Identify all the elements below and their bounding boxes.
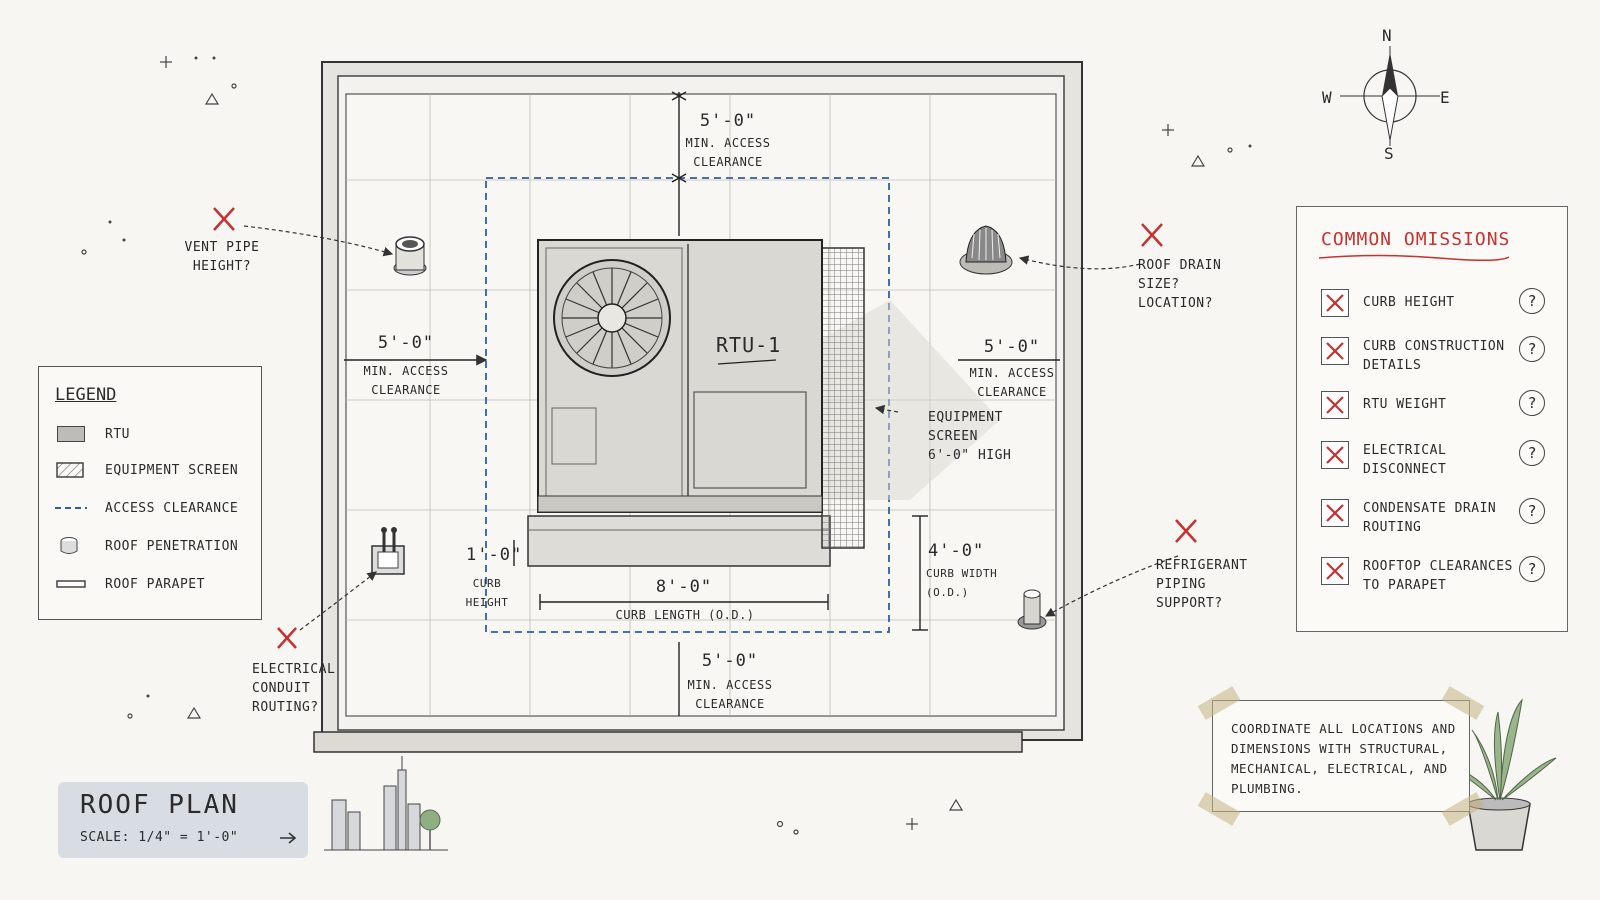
rtu-curb: [527, 515, 831, 567]
note-text: COORDINATE ALL LOCATIONS AND DIMENSIONS …: [1231, 721, 1456, 796]
roof-drain-icon: [959, 225, 1013, 275]
legend-item: ROOF PENETRATION: [55, 535, 238, 557]
cylinder-symbol-icon: [55, 537, 87, 554]
dim-top-value: 5'-0": [699, 111, 757, 131]
omission-item: CURB HEIGHT ?: [1321, 288, 1549, 329]
legend-panel: LEGEND RTU EQUIPMENT SCREEN ACCESS CLEAR…: [38, 366, 262, 620]
dim-left-value: 5'-0": [377, 333, 435, 353]
arrow-right-icon: [280, 832, 297, 844]
omissions-title: COMMON OMISSIONS: [1321, 229, 1511, 250]
rtu-symbol-icon: [55, 426, 87, 442]
question-icon: ?: [1519, 390, 1545, 416]
question-icon: ?: [1519, 336, 1545, 362]
legend-item: ACCESS CLEARANCE: [55, 497, 238, 519]
question-icon: ?: [1519, 440, 1545, 466]
compass-south: S: [1384, 144, 1395, 163]
sketch-marks: [81, 56, 1233, 835]
callout-roof-drain: ROOF DRAIN SIZE? LOCATION?: [1138, 258, 1222, 311]
legend-title: LEGEND: [55, 385, 117, 405]
omission-item: CONDENSATE DRAIN ROUTING ?: [1321, 498, 1549, 539]
dim-curb-width-value: 4'-0": [928, 541, 985, 561]
omission-item: ROOFTOP CLEARANCES TO PARAPET ?: [1321, 556, 1549, 597]
question-icon: ?: [1519, 498, 1545, 524]
rtu-label: RTU-1: [716, 333, 782, 357]
drawing-scale: SCALE: 1/4" = 1'-0": [80, 830, 239, 845]
red-x-icon: [1321, 391, 1349, 419]
dim-curb-height-value: 1'-0": [466, 545, 523, 565]
dim-curb-width-note: CURB WIDTH (O.D.): [926, 567, 998, 599]
dim-right-note: MIN. ACCESS CLEARANCE: [969, 366, 1055, 399]
dim-curb-height-note: CURB HEIGHT: [465, 577, 509, 609]
dim-curb-length-note: CURB LENGTH (O.D.): [615, 608, 755, 622]
condenser-fan-icon: [553, 259, 671, 377]
dim-right-value: 5'-0": [983, 337, 1041, 357]
legend-item: EQUIPMENT SCREEN: [55, 459, 238, 481]
red-x-icon: [1321, 441, 1349, 469]
question-icon: ?: [1519, 288, 1545, 314]
dashed-line-symbol-icon: [55, 500, 87, 516]
omission-item: CURB CONSTRUCTION DETAILS ?: [1321, 336, 1549, 377]
red-x-icon: [1321, 557, 1349, 585]
hatch-symbol-icon: [55, 462, 87, 478]
omission-item: ELECTRICAL DISCONNECT ?: [1321, 440, 1549, 481]
dim-bottom-note: MIN. ACCESS CLEARANCE: [687, 678, 773, 711]
question-icon: ?: [1519, 556, 1545, 582]
tree-icon: [419, 809, 441, 850]
compass-icon: [1340, 46, 1440, 146]
equipment-screen: [821, 247, 865, 549]
compass-north: N: [1382, 26, 1393, 45]
vent-pipe-icon: [393, 236, 427, 276]
red-x-icon: [1321, 337, 1349, 365]
common-omissions-panel: COMMON OMISSIONS CURB HEIGHT ? CURB CONS…: [1296, 206, 1568, 632]
compass-east: E: [1440, 88, 1451, 107]
parapet-symbol-icon: [55, 576, 87, 592]
dim-left-note: MIN. ACCESS CLEARANCE: [363, 364, 449, 397]
callout-refrigerant: REFRIGERANT PIPING SUPPORT?: [1156, 558, 1248, 611]
refrigerant-pipe-icon: [1017, 589, 1047, 630]
rtu-unit: [537, 239, 823, 513]
drawing-title: ROOF PLAN: [80, 790, 239, 820]
omission-item: RTU WEIGHT ?: [1321, 390, 1549, 431]
title-block: ROOF PLAN SCALE: 1/4" = 1'-0": [58, 782, 308, 858]
red-x-icon: [1321, 289, 1349, 317]
dim-top-note: MIN. ACCESS CLEARANCE: [685, 136, 771, 169]
dim-curb-length-value: 8'-0": [655, 577, 713, 597]
potted-plant-icon: [1447, 698, 1557, 851]
compass-west: W: [1322, 88, 1333, 107]
callout-equipment-screen: EQUIPMENT SCREEN 6'-0" HIGH: [928, 410, 1012, 463]
dim-bottom-value: 5'-0": [701, 651, 759, 671]
omission-marks: [213, 207, 1197, 649]
legend-item: RTU: [55, 423, 130, 445]
legend-item: ROOF PARAPET: [55, 573, 205, 595]
callout-electrical-conduit: ELECTRICAL CONDUIT ROUTING?: [252, 662, 336, 715]
electrical-penetration-icon: [371, 527, 405, 575]
callout-vent-pipe: VENT PIPE HEIGHT?: [184, 240, 260, 274]
coordination-note: COORDINATE ALL LOCATIONS AND DIMENSIONS …: [1197, 686, 1485, 826]
red-x-icon: [1321, 499, 1349, 527]
city-skyline-icon: [324, 756, 448, 851]
